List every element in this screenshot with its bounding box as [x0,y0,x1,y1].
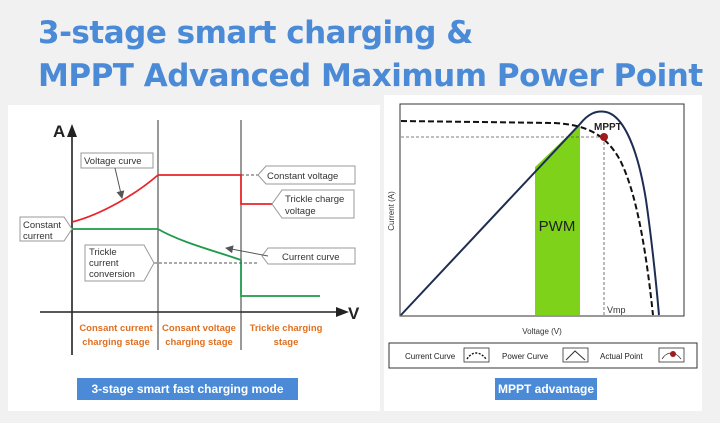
legend-actual-point-label: Actual Point [600,352,643,361]
right-panel: PWM MPPT Vmp Current (A) Voltage (V) Cur… [384,95,702,411]
legend-power-curve-label: Power Curve [502,352,549,361]
stage-2-label-line2: charging stage [165,337,233,348]
legend-actual-point-dot [670,351,676,357]
callout-trickle-conversion-line2: current [89,258,119,269]
x-axis-label: V [348,304,360,323]
stage-3-label-line2: stage [274,337,299,348]
callout-voltage-curve-text: Voltage curve [84,156,142,167]
callout-current-curve-arrow [225,245,269,257]
callout-trickle-conversion [84,244,155,282]
mppt-point [600,133,608,141]
legend-current-curve-label: Current Curve [405,352,456,361]
voltage-curve-line [71,174,303,223]
stage-3-label-line1: Trickle charging [250,323,323,334]
title-line-2: MPPT Advanced Maximum Power Point [38,58,703,94]
callout-current-curve-text: Current curve [282,252,340,263]
callout-constant-voltage [257,165,356,185]
callout-trickle-voltage-line2: voltage [285,206,316,217]
callout-trickle-voltage-line1: Trickle charge [285,194,344,205]
callout-constant-current-line2: current [23,231,53,242]
callout-trickle-conversion-line3: conversion [89,269,135,280]
left-panel: A V Voltage curve Constant voltage Tr [8,105,380,411]
current-curve-line [72,228,320,297]
title-line-1: 3-stage smart charging & [38,15,473,51]
stage-1-label-line2: charging stage [82,337,150,348]
legend-box [388,342,698,369]
callout-trickle-conversion-line1: Trickle [89,247,117,258]
callout-trickle-charge-voltage [271,189,355,219]
callout-voltage-curve-arrow [114,167,125,199]
x-axis-title: Voltage (V) [522,327,562,336]
caption-charging-mode: 3-stage smart fast charging mode [77,378,298,400]
callout-constant-current [19,216,73,242]
mppt-label: MPPT [594,122,622,133]
current-curve-dashed [400,120,654,316]
legend-power-curve-icon [565,350,586,361]
callout-constant-current-line1: Constant [23,220,61,231]
pwm-area [535,124,580,315]
power-curve-line [400,110,660,316]
stage-1-label-line1: Consant current [79,323,153,334]
callout-voltage-curve [80,152,154,169]
y-axis-label: A [53,122,65,141]
legend-current-curve-swatch [463,347,490,363]
x-axis-arrow [336,307,349,317]
vmp-label: Vmp [607,305,626,315]
y-axis-arrow [67,124,77,137]
caption-mppt-advantage: MPPT advantage [495,378,597,400]
y-axis-title: Current (A) [387,191,396,231]
pwm-label: PWM [539,218,576,235]
callout-constant-voltage-text: Constant voltage [267,171,338,182]
stage-2-label-line1: Consant voltage [162,323,236,334]
legend-current-curve-icon [466,352,487,360]
legend-power-curve-swatch [562,347,589,363]
